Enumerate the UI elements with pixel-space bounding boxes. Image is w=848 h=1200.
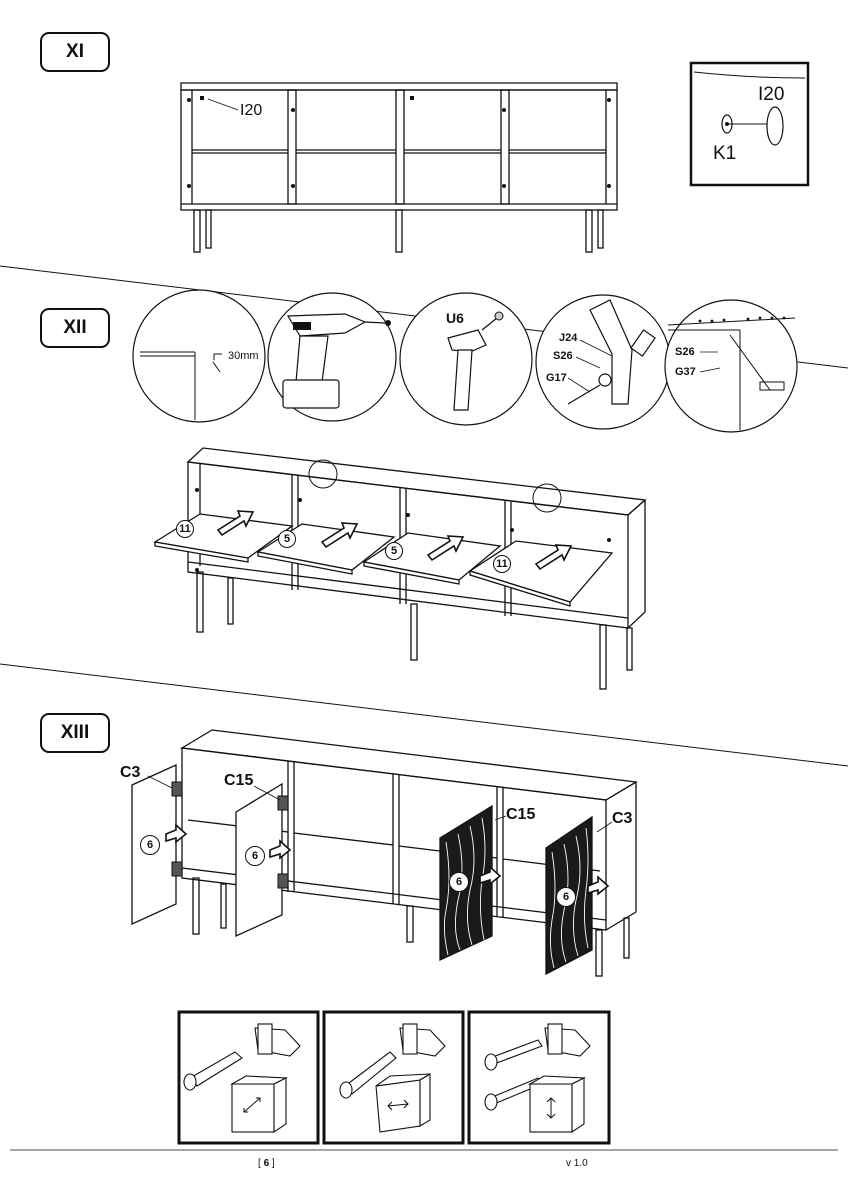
xiii-c3-right-label: C3 [612, 810, 633, 827]
step-xi-badge: XI [40, 32, 110, 72]
xi-detail-k1: K1 [713, 143, 737, 164]
page-number-open: [ [258, 1158, 261, 1169]
xii-30mm-label: 30mm [228, 350, 259, 362]
xi-detail-i20: I20 [758, 84, 785, 105]
horizontal-arrows-icon [387, 1099, 409, 1111]
xii-g17-label: G17 [546, 372, 567, 384]
xii-u6-label: U6 [446, 310, 464, 326]
step-xiii-badge: XIII [40, 713, 110, 753]
xiii-door-number-2: 6 [245, 846, 265, 866]
xiii-door-number-1: 6 [140, 835, 160, 855]
page-number-close: ] [271, 1158, 275, 1169]
xiii-cabinet-doors [131, 729, 638, 977]
step-xi-label: XI [66, 41, 84, 62]
hinge-adjustment-panels [177, 1010, 611, 1145]
xiii-c3-left-label: C3 [120, 764, 141, 781]
diagonal-arrows-icon [243, 1097, 261, 1113]
xii-g37-label: G37 [675, 366, 696, 378]
xiii-door-number-4: 6 [556, 887, 576, 907]
xii-shelf-number-1: 11 [176, 520, 194, 538]
sideboard-back-view [180, 82, 618, 253]
xiii-c15-left-label: C15 [224, 772, 254, 789]
vertical-arrows-icon [546, 1097, 556, 1119]
xii-shelf-number-4: 11 [493, 555, 511, 573]
xi-detail-box [689, 61, 810, 187]
version-label: v 1.0 [566, 1158, 588, 1169]
step-xii-label: XII [63, 317, 87, 338]
xii-detail-circles [132, 289, 798, 433]
xii-s26-label: S26 [553, 350, 573, 362]
page-number-value: 6 [263, 1158, 270, 1169]
xiii-c15-right-label: C15 [506, 806, 536, 823]
xi-i20-label: I20 [240, 102, 263, 119]
xii-j24-label: J24 [559, 332, 578, 344]
xiii-door-number-3: 6 [449, 872, 469, 892]
step-xiii-label: XIII [60, 722, 90, 743]
xii-shelf-number-3: 5 [385, 542, 403, 560]
xii-s26b-label: S26 [675, 346, 695, 358]
xii-shelf-number-2: 5 [278, 530, 296, 548]
page-number: [ 6 ] [258, 1158, 275, 1169]
step-xii-badge: XII [40, 308, 110, 348]
